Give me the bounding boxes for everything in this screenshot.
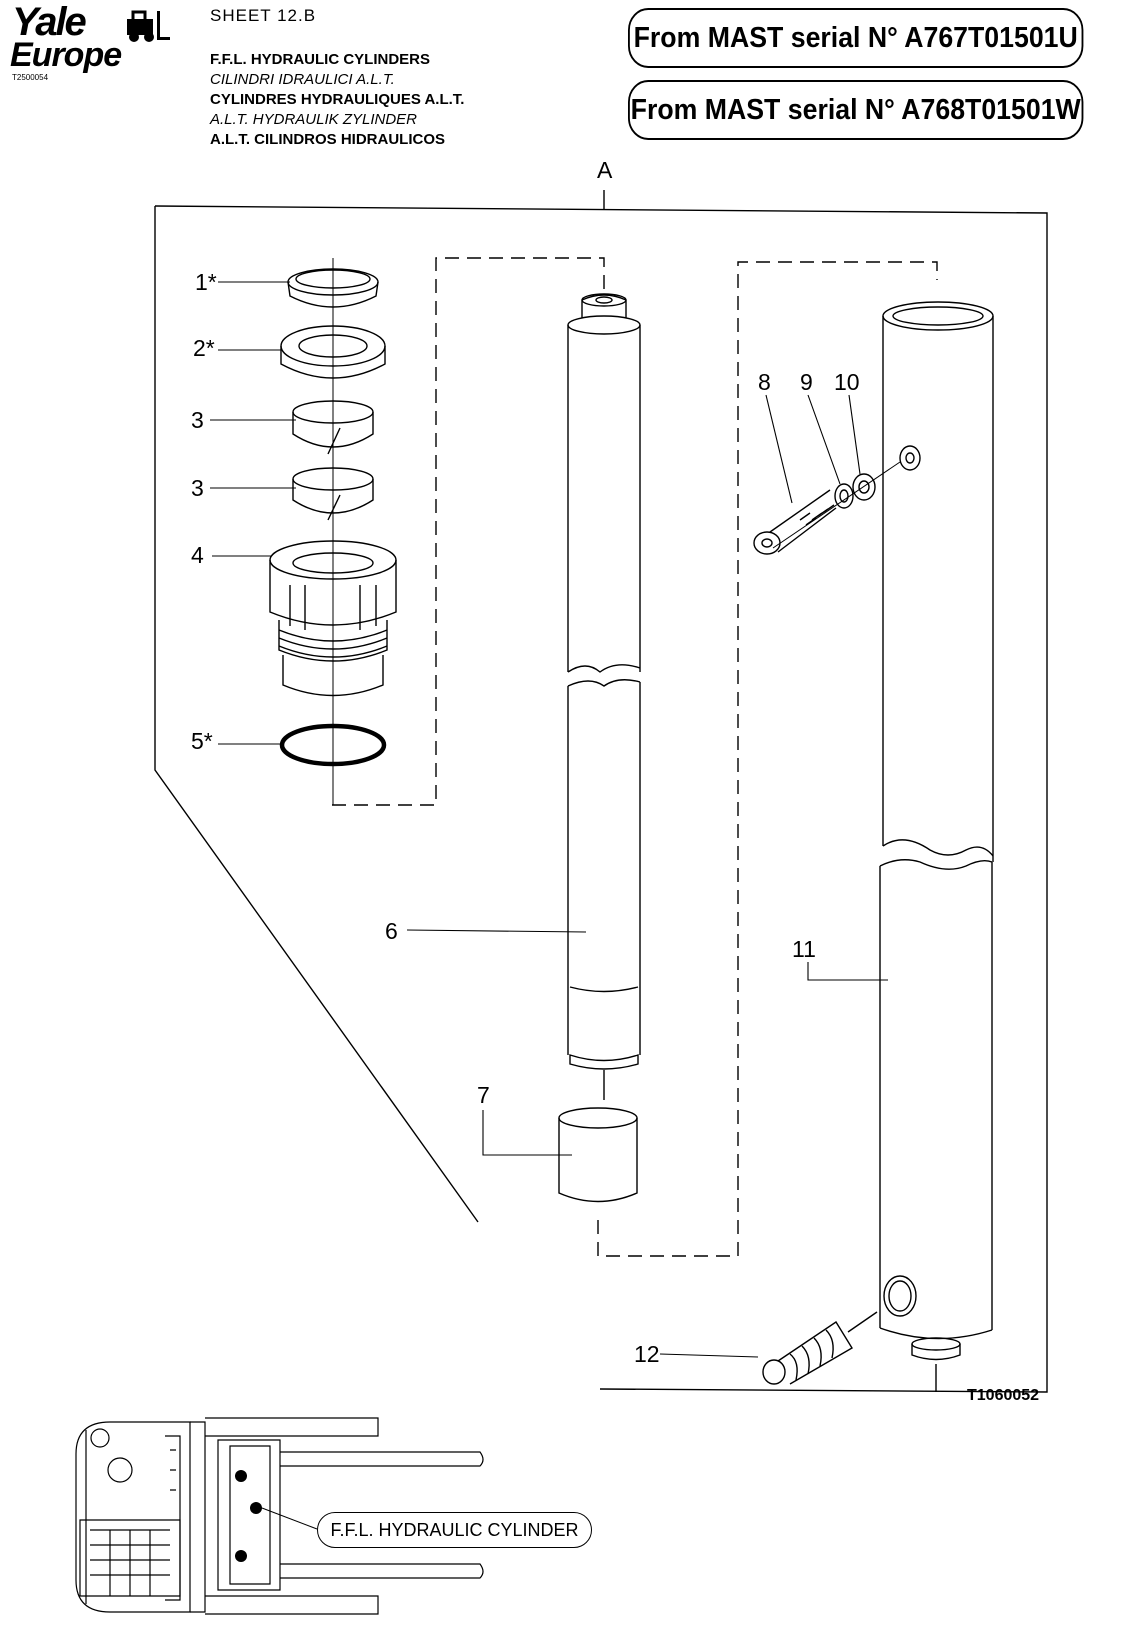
label-part-11: 11 (792, 936, 816, 962)
part-4-gland-nut (269, 540, 397, 697)
title-fr: CYLINDRES HYDRAULIQUES A.L.T. (210, 91, 465, 108)
label-part-3b: 3 (191, 475, 204, 501)
bleed-plug (899, 445, 921, 471)
part-11-cylinder-barrel (879, 301, 994, 1392)
yale-europe-logo: Yale Europe T2500054 (10, 0, 170, 84)
label-part-8: 8 (758, 369, 771, 395)
dashed-subassembly-frame-left (332, 257, 605, 806)
label-part-4: 4 (191, 542, 204, 568)
label-part-5: 5* (191, 728, 213, 754)
truck-location-sketch (75, 1417, 484, 1615)
cylinder-location-markers (235, 1470, 262, 1562)
logo-europe-text: Europe (10, 36, 122, 74)
serial-box-1: From MAST serial N° A767T01501U (628, 8, 1084, 68)
part-5-o-ring (279, 723, 387, 767)
label-part-3a: 3 (191, 407, 204, 433)
part-8-screw (753, 489, 837, 555)
label-part-10: 10 (834, 369, 860, 395)
label-part-1: 1* (195, 269, 217, 295)
label-part-9: 9 (800, 369, 813, 395)
group-label-a: A (597, 157, 613, 183)
screw-axis-line (772, 461, 901, 549)
label-part-7: 7 (477, 1082, 490, 1108)
title-en: F.F.L. HYDRAULIC CYLINDERS (210, 51, 431, 68)
part-1-wiper-ring (287, 268, 379, 308)
location-leader-lines (261, 1507, 318, 1530)
location-callout: F.F.L. HYDRAULIC CYLINDER (317, 1512, 592, 1548)
dashed-subassembly-frame-right (597, 261, 938, 1257)
label-part-6: 6 (385, 918, 398, 944)
title-block: F.F.L. HYDRAULIC CYLINDERS CILINDRI IDRA… (210, 50, 464, 150)
logo-yale-text: Yale (12, 0, 87, 44)
label-part-12: 12 (634, 1341, 660, 1367)
label-part-2: 2* (193, 335, 215, 361)
logo-code: T2500054 (12, 73, 49, 82)
leader-lines (210, 281, 888, 1358)
part-12-fitting (762, 1311, 878, 1385)
part-10-washer (852, 473, 876, 501)
part-3-guide-ring-lower (292, 467, 374, 521)
part-6-piston-rod (567, 293, 641, 1100)
group-frame (154, 190, 1048, 1393)
part-9-washer (834, 483, 854, 509)
title-it: CILINDRI IDRAULICI A.L.T. (210, 71, 395, 88)
part-3-guide-ring-upper (292, 400, 374, 455)
sheet-number: SHEET 12.B (210, 6, 317, 25)
title-es: A.L.T. CILINDROS HIDRAULICOS (210, 131, 445, 148)
image-code: T1060052 (967, 1387, 1040, 1404)
forklift-logo-icon (127, 10, 170, 42)
title-de: A.L.T. HYDRAULIK ZYLINDER (210, 111, 418, 128)
part-7-bushing (558, 1107, 638, 1203)
serial-box-2: From MAST serial N° A768T01501W (628, 80, 1084, 140)
part-2-seal-ring (280, 325, 386, 379)
